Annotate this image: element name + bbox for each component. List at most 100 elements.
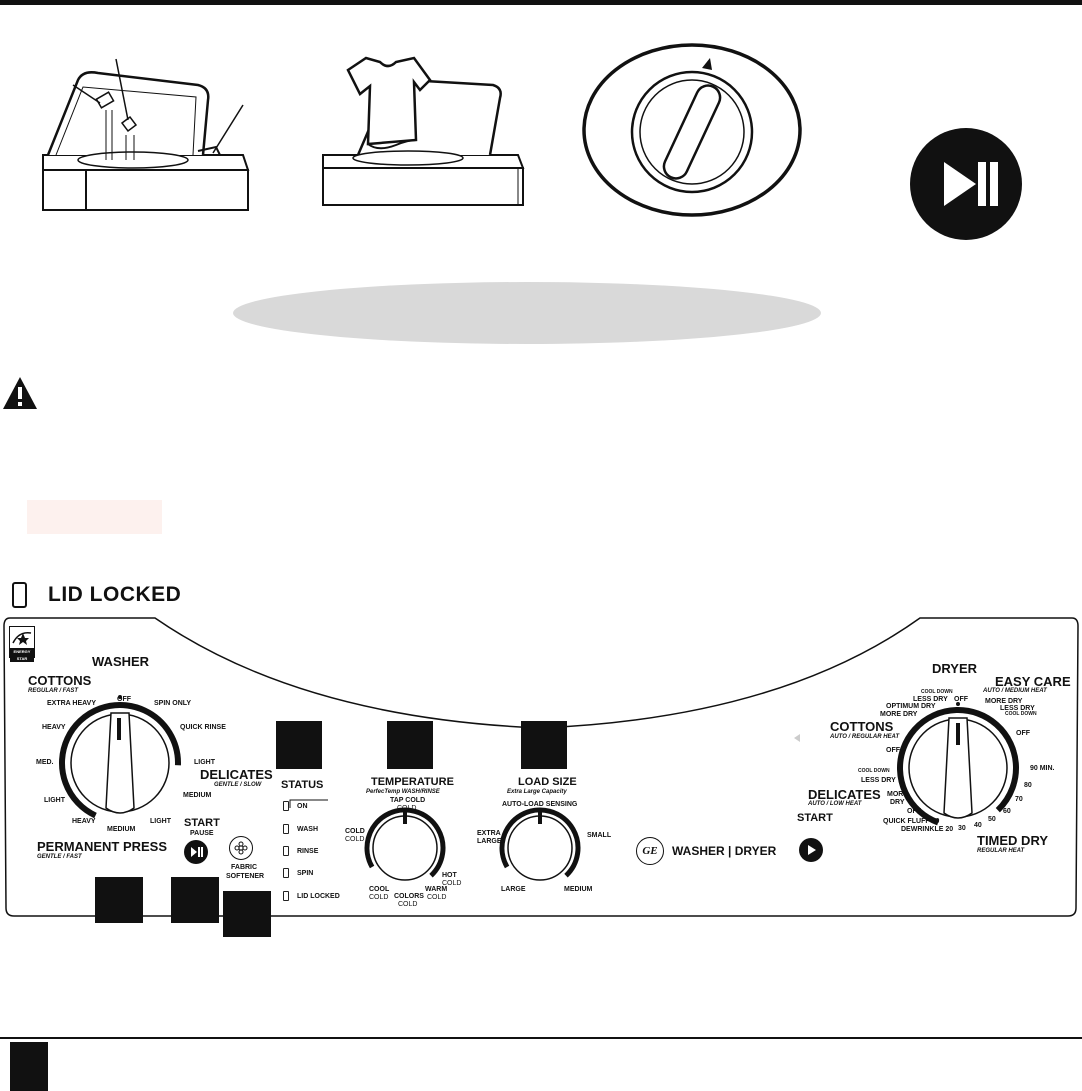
callout-box bbox=[171, 877, 219, 923]
callout-box bbox=[521, 721, 567, 769]
bottom-rule bbox=[0, 1037, 1082, 1039]
highlight-box bbox=[27, 500, 162, 534]
lid-locked-label: LID LOCKED bbox=[48, 583, 182, 606]
dryer-optimum-dry: OPTIMUM DRY bbox=[886, 703, 936, 710]
temp-warm: WARM bbox=[425, 886, 448, 893]
dryer-more-dry-left-2: DRY bbox=[890, 799, 905, 806]
fabric-softener-button[interactable] bbox=[229, 836, 253, 860]
load-extra-large-1: EXTRA bbox=[477, 830, 501, 837]
temperature-title: TEMPERATURE bbox=[371, 776, 454, 788]
fabric-softener-label-2: SOFTENER bbox=[226, 873, 265, 880]
top-rule bbox=[0, 0, 1082, 5]
washer-delicates: DELICATES bbox=[200, 767, 273, 782]
dryer-t70: 70 bbox=[1015, 796, 1023, 803]
washer-pause-label: PAUSE bbox=[190, 830, 214, 837]
status-led bbox=[283, 891, 289, 901]
dryer-off-top: OFF bbox=[954, 696, 968, 703]
washer-start-pause-button[interactable] bbox=[184, 840, 208, 864]
status-title: STATUS bbox=[281, 779, 324, 791]
dryer-off-right: OFF bbox=[1016, 730, 1030, 737]
fabric-softener-label-1: FABRIC bbox=[231, 864, 258, 871]
brand-label: WASHER | DRYER bbox=[672, 844, 777, 858]
footer-box bbox=[10, 1042, 48, 1091]
temp-cold-rinse: COLD bbox=[345, 836, 365, 843]
washer-light-right: LIGHT bbox=[194, 759, 215, 766]
dryer-less-dry-right: LESS DRY bbox=[1000, 705, 1035, 712]
temperature-sub: PerfecTemp WASH/RINSE bbox=[366, 789, 440, 795]
dryer-cool-down-left: COOL DOWN bbox=[858, 768, 890, 774]
load-extra-large-2: LARGE bbox=[477, 838, 502, 845]
washer-cottons-sub: REGULAR / FAST bbox=[28, 688, 79, 694]
dryer-t30: 30 bbox=[958, 825, 966, 832]
washer-heavy-bottom: HEAVY bbox=[72, 818, 96, 825]
temp-hot-rinse: COLD bbox=[442, 880, 462, 887]
status-item-label: RINSE bbox=[297, 847, 319, 855]
dryer-start-button[interactable] bbox=[799, 838, 823, 862]
dryer-timed-dry: TIMED DRY bbox=[977, 833, 1049, 848]
washer-dispenser-illustration bbox=[42, 58, 250, 211]
callout-box bbox=[276, 721, 322, 769]
temp-tap-cold-rinse: COLD bbox=[397, 805, 417, 812]
dryer-quick-fluff: QUICK FLUFF 10 bbox=[883, 818, 940, 825]
dryer-cool-down-right: COOL DOWN bbox=[1005, 711, 1037, 717]
start-pause-icon bbox=[910, 128, 1022, 240]
callout-pill bbox=[233, 282, 821, 344]
lid-locked-legend: LID LOCKED bbox=[12, 582, 181, 608]
dryer-t90: 90 MIN. bbox=[1030, 765, 1055, 772]
washer-heavy-top: HEAVY bbox=[42, 724, 66, 731]
dryer-t50: 50 bbox=[988, 816, 996, 823]
dryer-delicates-sub: AUTO / LOW HEAT bbox=[808, 801, 862, 807]
temp-hot: HOT bbox=[442, 872, 457, 879]
washer-delicates-sub: GENTLE / SLOW bbox=[214, 782, 262, 788]
lid-locked-indicator bbox=[12, 582, 27, 608]
washer-extra-heavy: EXTRA HEAVY bbox=[47, 700, 97, 707]
ge-logo: GE bbox=[636, 837, 664, 865]
flower-icon bbox=[234, 841, 248, 855]
washer-permanent-press: PERMANENT PRESS bbox=[37, 839, 168, 854]
callout-box bbox=[95, 877, 143, 923]
status-item-label: ON bbox=[297, 802, 308, 810]
warning-icon bbox=[3, 377, 37, 409]
status-item-spin: SPIN bbox=[283, 868, 313, 878]
dryer-dewrinkle: DEWRINKLE 20 bbox=[901, 826, 954, 833]
callout-box bbox=[387, 721, 433, 769]
load-medium: MEDIUM bbox=[564, 886, 593, 893]
energy-star-logo: ENERGY STAR bbox=[9, 626, 35, 662]
status-led bbox=[283, 801, 289, 811]
washer-off: OFF bbox=[117, 696, 131, 703]
washer-spin-only: SPIN ONLY bbox=[154, 700, 192, 707]
washer-light-left: LIGHT bbox=[44, 797, 65, 804]
washer-medium-bottom: MEDIUM bbox=[107, 826, 136, 833]
play-pause-icon bbox=[191, 847, 203, 857]
play-icon bbox=[808, 845, 816, 855]
status-led bbox=[283, 868, 289, 878]
status-item-rinse: RINSE bbox=[283, 846, 318, 856]
washer-light-bottom: LIGHT bbox=[150, 818, 171, 825]
dryer-delicates: DELICATES bbox=[808, 787, 881, 802]
dryer-cottons: COTTONS bbox=[830, 719, 894, 734]
temp-colors-rinse: COLD bbox=[398, 901, 418, 908]
temp-cool-rinse: COLD bbox=[369, 894, 389, 901]
washer-cottons: COTTONS bbox=[28, 673, 92, 688]
dryer-title: DRYER bbox=[932, 661, 978, 676]
washer-med: MED. bbox=[36, 759, 54, 766]
status-led bbox=[283, 824, 289, 834]
status-item-label: WASH bbox=[297, 825, 318, 833]
temp-colors: COLORS bbox=[394, 893, 424, 900]
callout-box bbox=[223, 891, 271, 937]
washer-title: WASHER bbox=[92, 654, 150, 669]
status-led bbox=[283, 846, 289, 856]
dial-illustration bbox=[582, 43, 802, 217]
status-item-on: ON bbox=[283, 801, 308, 811]
dryer-easy-care: EASY CARE bbox=[995, 674, 1071, 689]
washer-quick-rinse: QUICK RINSE bbox=[180, 724, 226, 731]
dryer-cool-down-top: COOL DOWN bbox=[921, 689, 953, 695]
washer-permanent-press-sub: GENTLE / FAST bbox=[37, 854, 82, 860]
status-item-label: LID LOCKED bbox=[297, 892, 340, 900]
dryer-off-left: OFF bbox=[886, 747, 900, 754]
load-small: SMALL bbox=[587, 832, 612, 839]
dryer-timed-dry-sub: REGULAR HEAT bbox=[977, 848, 1025, 854]
load-size-title: LOAD SIZE bbox=[518, 776, 577, 788]
status-item-lid-locked: LID LOCKED bbox=[283, 891, 340, 901]
washer-loading-illustration bbox=[322, 56, 525, 206]
